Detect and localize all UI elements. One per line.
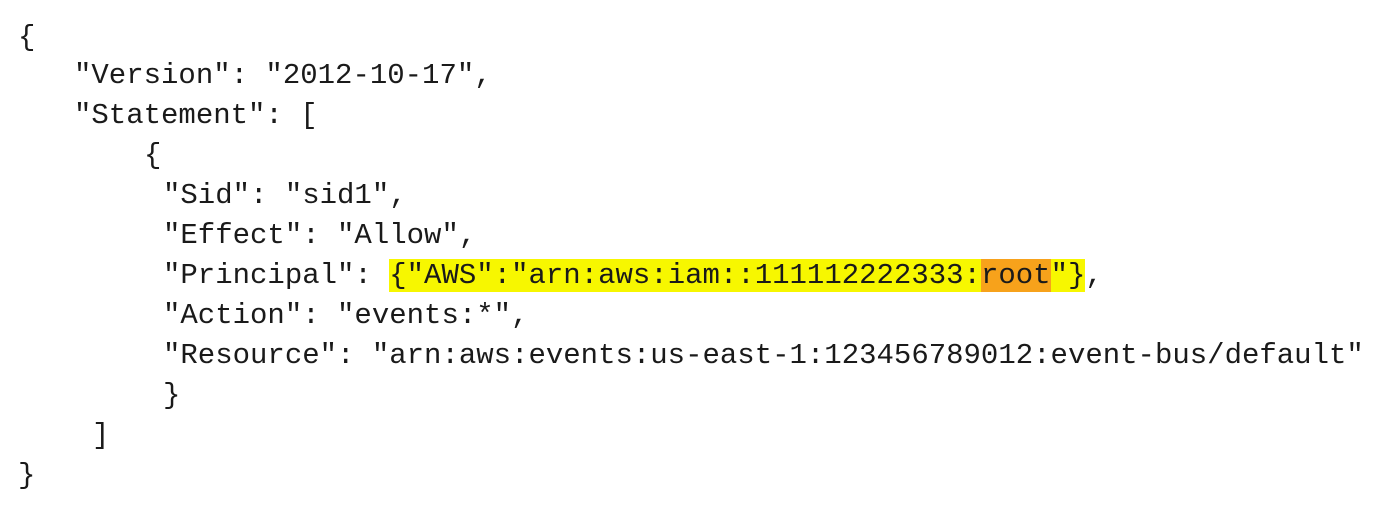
code-line-resource: "Resource": "arn:aws:events:us-east-1:12… [163,339,1364,372]
code-line-statement-close-brace: } [163,379,181,412]
principal-root-highlight: root [980,259,1051,292]
code-line-open-brace: { [18,21,36,54]
principal-value-highlight: {"AWS":"arn:aws:iam::111112222333:root"} [389,259,1086,292]
code-line-action: "Action": "events:*", [163,299,529,332]
code-line-version: "Version": "2012-10-17", [74,59,492,92]
principal-trailing-comma: , [1085,259,1103,292]
code-line-principal: "Principal": {"AWS":"arn:aws:iam::111112… [163,256,1103,296]
principal-arn-suffix: "} [1050,259,1086,292]
code-line-statement-open-brace: { [144,139,162,172]
code-line-effect: "Effect": "Allow", [163,219,477,252]
principal-arn-prefix: {"AWS":"arn:aws:iam::111112222333: [389,259,981,292]
principal-key: "Principal": [163,259,390,292]
code-line-statement: "Statement": [ [74,99,318,132]
code-line-close-bracket: ] [92,419,110,452]
code-line-close-brace: } [18,459,36,492]
code-line-sid: "Sid": "sid1", [163,179,407,212]
